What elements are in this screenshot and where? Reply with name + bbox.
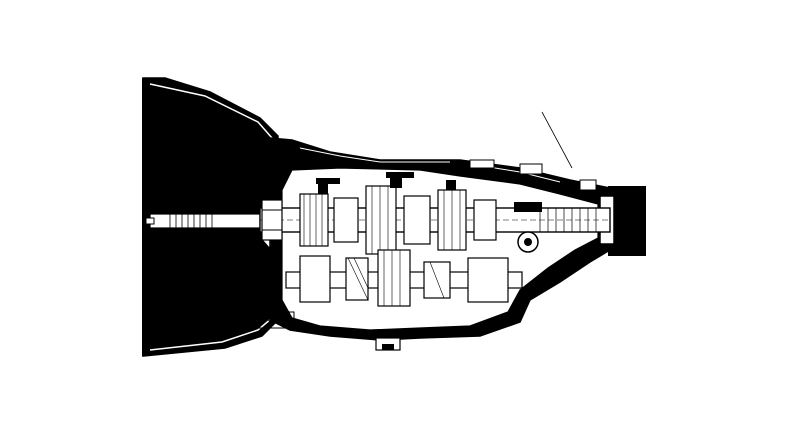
rear-bearing xyxy=(514,202,542,253)
leader-line xyxy=(541,111,573,169)
drain-plug xyxy=(375,337,401,351)
countershaft xyxy=(285,249,523,307)
detent-spring xyxy=(257,311,295,329)
input-shaft xyxy=(145,213,261,229)
shift-forks xyxy=(316,172,456,194)
front-bearing xyxy=(261,199,283,241)
case-bosses xyxy=(469,159,597,191)
mainshaft-gears xyxy=(299,185,497,255)
